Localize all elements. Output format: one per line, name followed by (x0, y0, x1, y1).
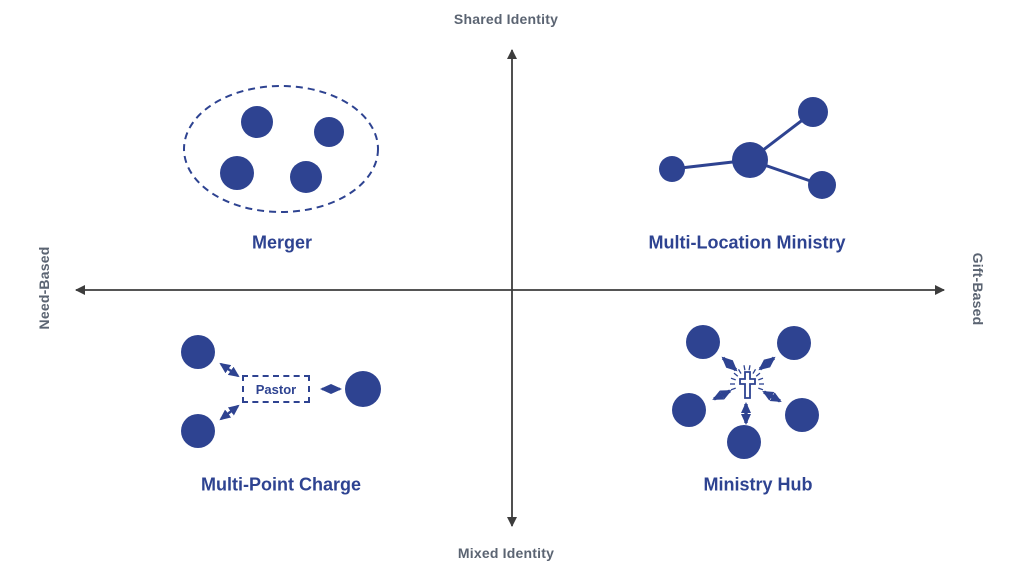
merger-boundary-ellipse (183, 85, 379, 213)
double-arrow (219, 404, 240, 421)
hub-church-circle (732, 142, 768, 178)
double-arrow (721, 356, 738, 372)
double-arrow (712, 389, 732, 401)
quadrant-label-merger: Merger (251, 232, 313, 253)
quadrant-label-multi-point-charge: Multi-Point Charge (201, 474, 361, 495)
double-arrow (219, 362, 240, 378)
church-circle (241, 106, 273, 138)
multi-point-charge-illustration (181, 335, 381, 448)
sunburst-rays (730, 365, 764, 391)
axis-label-gift-based: Gift-Based (970, 252, 986, 326)
multi-location-illustration (659, 97, 836, 199)
church-circle (727, 425, 761, 459)
church-circle (181, 414, 215, 448)
quadrant-label-ministry-hub: Ministry Hub (703, 474, 813, 495)
church-circle (808, 171, 836, 199)
church-circle (672, 393, 706, 427)
axis-label-shared-identity: Shared Identity (453, 11, 559, 27)
pastor-box-label: Pastor (255, 381, 297, 397)
church-circle (686, 325, 720, 359)
quadrant-label-multi-location-ministry: Multi-Location Ministry (648, 232, 846, 253)
axis-label-need-based: Need-Based (36, 246, 52, 330)
church-circle (777, 326, 811, 360)
church-circle (659, 156, 685, 182)
church-circle (290, 161, 322, 193)
church-circle (785, 398, 819, 432)
double-arrow (762, 390, 782, 403)
axis-label-mixed-identity: Mixed Identity (457, 545, 555, 561)
church-circle (314, 117, 344, 147)
double-arrow (758, 356, 776, 371)
church-circle (798, 97, 828, 127)
pastor-box: Pastor (242, 375, 310, 403)
ministry-hub-illustration (672, 325, 819, 459)
church-circle (345, 371, 381, 407)
church-circle (220, 156, 254, 190)
church-circle (181, 335, 215, 369)
merger-illustration (183, 85, 379, 213)
cross-icon (730, 365, 764, 399)
